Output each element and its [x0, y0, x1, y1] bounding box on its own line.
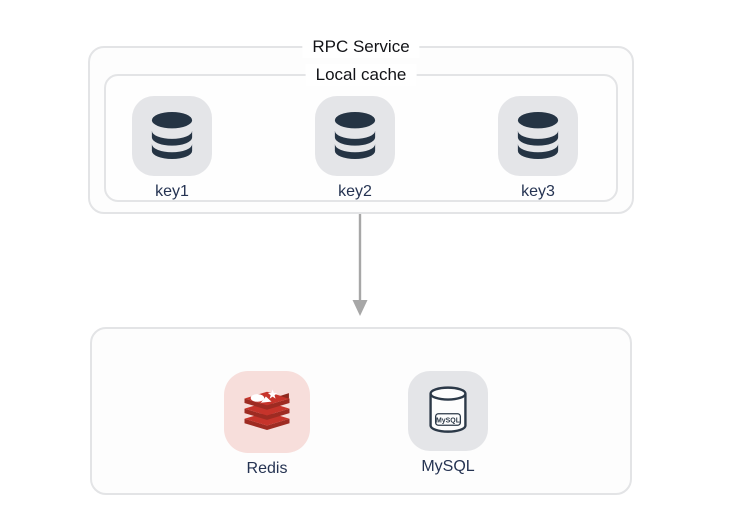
node-label: Redis [246, 460, 288, 477]
arrow-down-icon [352, 214, 368, 316]
node-label: key2 [338, 183, 372, 200]
storage-node-row: Redis MySQL MySQL [92, 371, 620, 478]
cache-node-row: key1 key2 [106, 96, 604, 201]
redis-icon [224, 371, 310, 453]
mysql-icon: MySQL [408, 371, 488, 451]
node-label: key3 [521, 183, 555, 200]
group-title-rpc-service: RPC Service [302, 36, 420, 58]
group-rpc-service: RPC Service Local cache key1 [88, 36, 634, 214]
node-key3: key3 [498, 96, 578, 201]
database-icon [132, 96, 212, 176]
node-key1: key1 [132, 96, 212, 201]
database-icon [498, 96, 578, 176]
group-local-cache: Local cache key1 [104, 64, 618, 202]
group-title-local-cache: Local cache [305, 64, 417, 86]
node-label: key1 [155, 183, 189, 200]
mysql-icon-text: MySQL [436, 417, 461, 424]
node-redis: Redis [224, 371, 310, 478]
database-icon [315, 96, 395, 176]
node-label: MySQL [421, 458, 475, 475]
node-mysql: MySQL MySQL [408, 371, 488, 478]
node-key2: key2 [315, 96, 395, 201]
group-storage: Redis MySQL MySQL [90, 327, 632, 495]
